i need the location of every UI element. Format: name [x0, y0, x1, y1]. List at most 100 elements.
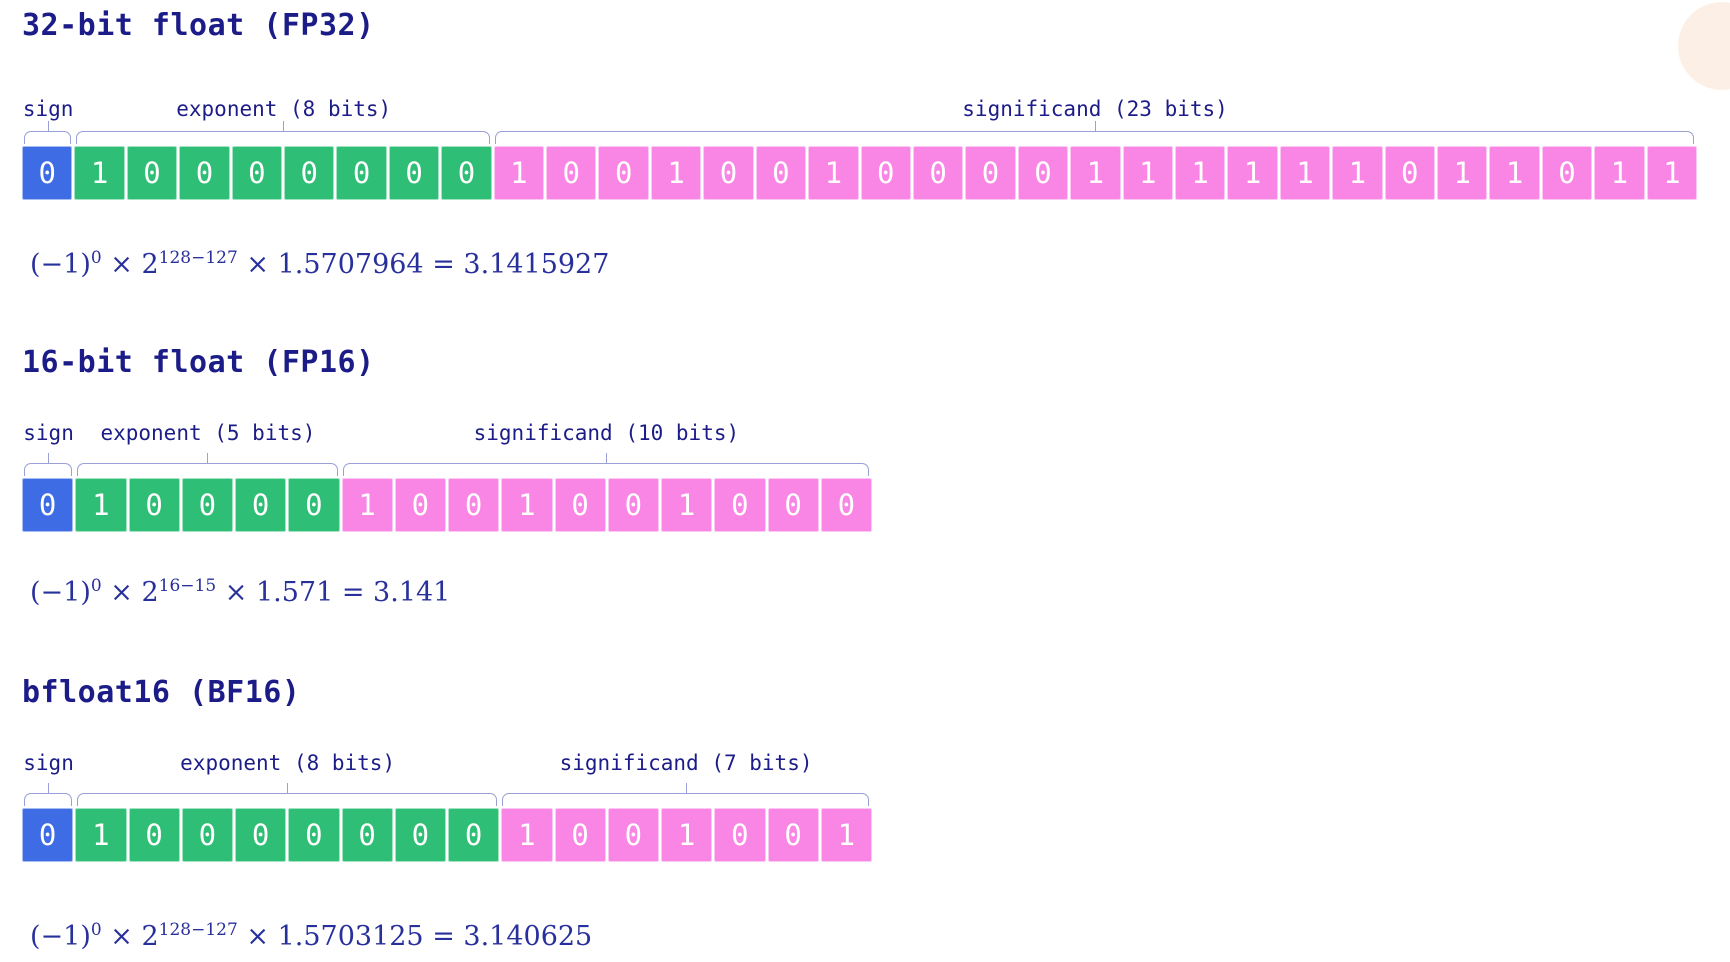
decoding-formula-bf16: (−1)0 × 2128−127 × 1.5703125 = 3.140625 [30, 920, 872, 954]
field-label-exponent: exponent (8 bits) [176, 97, 392, 121]
formula-lead: (−1) [30, 921, 91, 952]
formula-sign-power: 0 [90, 920, 102, 940]
formula-exp-power: 128−127 [158, 920, 238, 940]
formula-exp-power: 128−127 [158, 248, 238, 268]
bit-cell-exponent: 0 [126, 146, 178, 200]
bit-cell-exponent: 0 [448, 808, 500, 862]
format-title-bf16: bfloat16 (BF16) [22, 675, 301, 710]
bracket-significand [495, 121, 1694, 144]
bit-cell-exponent: 0 [336, 146, 387, 200]
bit-cell-significand: 1 [661, 808, 713, 862]
formula-mult: × 2 [101, 921, 159, 952]
bit-cell-significand: 0 [912, 146, 964, 200]
bit-cell-significand: 1 [501, 478, 553, 532]
bit-cell-significand: 0 [714, 478, 766, 532]
bit-cell-exponent: 1 [75, 478, 127, 532]
bit-cell-significand: 1 [661, 478, 713, 532]
bit-cell-significand: 1 [1174, 146, 1226, 200]
bit-cell-significand: 1 [501, 808, 553, 862]
bracket-sign [24, 453, 73, 476]
bit-cell-significand: 0 [767, 808, 819, 862]
formula-sign-power: 0 [90, 576, 102, 596]
bit-cell-significand: 1 [493, 146, 545, 200]
field-brackets [22, 453, 872, 476]
field-label-exponent: exponent (8 bits) [180, 751, 396, 775]
bit-cell-significand: 1 [1646, 146, 1697, 200]
field-label-sign: sign [22, 97, 74, 121]
section-fp32: 32-bit float (FP32) sign exponent (8 bits… [22, 8, 1697, 282]
bit-cell-significand: 1 [1332, 146, 1383, 200]
bracket-significand [502, 783, 869, 806]
field-label-significand: significand (7 bits) [559, 751, 813, 775]
bit-cell-significand: 0 [820, 478, 872, 532]
formula-mult: × 2 [101, 577, 159, 608]
formula-exp-power: 16−15 [158, 576, 217, 596]
format-title-fp32: 32-bit float (FP32) [22, 8, 375, 43]
bit-cell-exponent: 0 [128, 478, 180, 532]
formula-tail: × 1.571 = 3.141 [216, 577, 451, 608]
bracket-exponent [77, 453, 338, 476]
bit-cell-exponent: 0 [388, 146, 440, 200]
bit-cell-significand: 0 [1541, 146, 1593, 200]
field-brackets [22, 121, 1697, 144]
bit-cell-exponent: 0 [288, 808, 340, 862]
bit-cell-sign: 0 [22, 478, 74, 532]
bit-cell-exponent: 0 [231, 146, 283, 200]
bit-cell-significand: 0 [1017, 146, 1069, 200]
decoding-formula-fp16: (−1)0 × 216−15 × 1.571 = 3.141 [30, 576, 872, 610]
formula-mult: × 2 [101, 249, 159, 280]
field-label-significand: significand (23 bits) [962, 97, 1228, 121]
bracket-sign [24, 121, 72, 144]
formula-tail: × 1.5707964 = 3.1415927 [237, 249, 610, 280]
bit-cell-significand: 1 [1279, 146, 1331, 200]
bit-cell-significand: 1 [808, 146, 859, 200]
bit-cell-exponent: 1 [75, 808, 127, 862]
bit-cell-significand: 1 [1489, 146, 1540, 200]
bit-cell-significand: 1 [820, 808, 872, 862]
bit-cell-significand: 1 [1227, 146, 1278, 200]
bit-cell-significand: 1 [1594, 146, 1645, 200]
bit-cell-significand: 0 [755, 146, 807, 200]
bit-cell-significand: 1 [1070, 146, 1121, 200]
formula-sign-power: 0 [90, 248, 102, 268]
formula-lead: (−1) [30, 249, 91, 280]
field-label-sign: sign [23, 421, 74, 445]
bit-cell-sign: 0 [22, 808, 74, 862]
bit-cell-significand: 0 [394, 478, 446, 532]
bit-cell-significand: 0 [965, 146, 1016, 200]
bit-cell-significand: 0 [714, 808, 766, 862]
format-title-fp16: 16-bit float (FP16) [22, 345, 375, 380]
field-brackets [22, 783, 872, 806]
bracket-sign [24, 783, 73, 806]
bit-cell-significand: 0 [598, 146, 649, 200]
decoding-formula-fp32: (−1)0 × 2128−127 × 1.5707964 = 3.1415927 [30, 248, 1697, 282]
bit-cell-significand: 1 [1436, 146, 1488, 200]
formula-lead: (−1) [30, 577, 91, 608]
bit-diagram-fp32: sign exponent (8 bits) significand (23 bit… [22, 96, 1697, 200]
bit-cell-exponent: 0 [181, 478, 233, 532]
bit-cell-significand: 1 [1122, 146, 1173, 200]
bit-cell-exponent: 0 [181, 808, 233, 862]
bit-cell-exponent: 0 [235, 808, 287, 862]
bit-cell-exponent: 0 [179, 146, 230, 200]
bit-cell-significand: 0 [1384, 146, 1435, 200]
bit-cell-significand: 0 [703, 146, 754, 200]
bit-cell-exponent: 0 [128, 808, 180, 862]
bit-cell-significand: 0 [554, 478, 606, 532]
bit-cell-significand: 0 [448, 478, 500, 532]
bit-cell-significand: 0 [767, 478, 819, 532]
bit-cell-significand: 1 [341, 478, 393, 532]
bit-cell-exponent: 0 [284, 146, 335, 200]
field-labels: sign exponent (8 bits) significand (23 bit… [22, 96, 1697, 122]
bit-cell-significand: 0 [607, 478, 659, 532]
bracket-significand [342, 453, 869, 476]
field-label-significand: significand (10 bits) [473, 421, 740, 445]
